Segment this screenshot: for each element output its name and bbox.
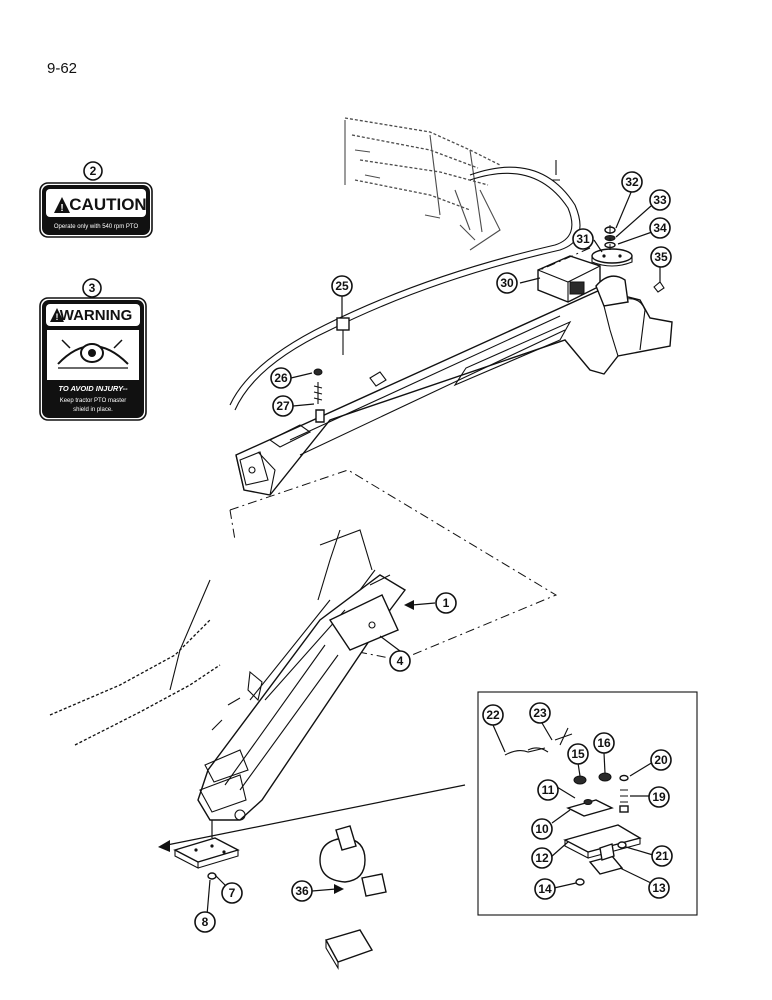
svg-text:22: 22 <box>486 708 500 722</box>
warning-text-line1: Keep tractor PTO master <box>60 398 127 404</box>
break-outline <box>229 469 558 661</box>
svg-text:27: 27 <box>276 399 290 413</box>
svg-text:11: 11 <box>542 783 555 797</box>
pto-hose <box>229 160 581 411</box>
svg-text:20: 20 <box>654 753 668 767</box>
plate-31 <box>539 225 665 293</box>
callout-14: 14 <box>534 878 556 900</box>
svg-text:14: 14 <box>538 882 552 896</box>
svg-text:16: 16 <box>597 736 611 750</box>
svg-text:19: 19 <box>652 790 666 804</box>
callout-8: 8 <box>194 911 216 933</box>
callout-25: 25 <box>331 275 353 297</box>
warning-heading: WARNING <box>60 307 133 324</box>
svg-text:12: 12 <box>535 851 549 865</box>
callout-23: 23 <box>529 702 551 724</box>
upper-linkage-phantom <box>344 117 501 251</box>
callout-30: 30 <box>496 272 518 294</box>
caution-heading: CAUTION <box>69 195 146 214</box>
callout-11: 11 <box>537 779 559 801</box>
svg-text:10: 10 <box>535 822 549 836</box>
inset-reference-arrow <box>158 784 466 852</box>
svg-text:26: 26 <box>274 371 288 385</box>
svg-text:4: 4 <box>397 654 404 668</box>
warning-text-line2: shield in place. <box>73 407 113 413</box>
caution-triangle-icon <box>54 197 70 213</box>
svg-text:30: 30 <box>500 276 514 290</box>
boom-arm <box>235 289 673 496</box>
callout-16: 16 <box>593 732 615 754</box>
svg-text:2: 2 <box>90 164 97 178</box>
svg-text:!: ! <box>56 312 59 322</box>
callout-balloons: 1 4 7 8 25 26 27 30 31 32 33 34 35 36 10… <box>194 171 673 933</box>
svg-text:34: 34 <box>653 221 667 235</box>
callout-21: 21 <box>651 845 673 867</box>
callout-35: 35 <box>650 246 672 268</box>
caution-text: Operate only with 540 rpm PTO <box>54 224 139 230</box>
tube-part-36 <box>319 825 387 970</box>
svg-text:21: 21 <box>655 849 669 863</box>
svg-text:!: ! <box>60 203 63 214</box>
callout-32: 32 <box>621 171 643 193</box>
svg-text:7: 7 <box>229 886 236 900</box>
callout-26: 26 <box>270 367 292 389</box>
warning-sub-heading: TO AVOID INJURY-- <box>58 384 128 393</box>
mount-plate-7 <box>173 820 240 880</box>
callout-12: 12 <box>531 847 553 869</box>
pin-assembly-25-27 <box>313 317 350 423</box>
svg-text:1: 1 <box>443 596 450 610</box>
caution-decal: ! CAUTION Operate only with 540 rpm PTO <box>39 182 153 238</box>
svg-text:36: 36 <box>295 884 309 898</box>
warning-decal: ! WARNING TO AVOID INJURY-- Keep tractor… <box>39 297 147 421</box>
warning-triangle-icon <box>50 308 64 322</box>
callout-7: 7 <box>221 882 243 904</box>
svg-text:23: 23 <box>533 706 547 720</box>
callout-4: 4 <box>389 650 411 672</box>
callout-1: 1 <box>435 592 457 614</box>
svg-text:3: 3 <box>89 281 96 295</box>
page-number: 9-62 <box>47 60 78 77</box>
leader-lines <box>206 189 661 916</box>
svg-text:35: 35 <box>654 250 668 264</box>
svg-text:32: 32 <box>625 175 639 189</box>
svg-text:15: 15 <box>571 747 585 761</box>
svg-text:33: 33 <box>653 193 667 207</box>
callout-19: 19 <box>648 786 670 808</box>
callout-13: 13 <box>648 877 670 899</box>
svg-text:8: 8 <box>202 915 209 929</box>
callout-3: 3 <box>82 278 102 298</box>
pivot-block <box>537 255 629 307</box>
callout-10: 10 <box>531 818 553 840</box>
callout-2: 2 <box>83 161 103 181</box>
callout-33: 33 <box>649 189 671 211</box>
driveline-phantom <box>49 529 341 746</box>
svg-text:31: 31 <box>576 232 590 246</box>
svg-text:13: 13 <box>652 881 666 895</box>
svg-text:25: 25 <box>335 279 349 293</box>
callout-22: 22 <box>482 704 504 726</box>
callout-27: 27 <box>272 395 294 417</box>
callout-15: 15 <box>567 743 589 765</box>
lower-arm <box>197 529 407 821</box>
callout-31: 31 <box>572 228 594 250</box>
callout-34: 34 <box>649 217 671 239</box>
callout-20: 20 <box>650 749 672 771</box>
callout-36: 36 <box>291 880 313 902</box>
